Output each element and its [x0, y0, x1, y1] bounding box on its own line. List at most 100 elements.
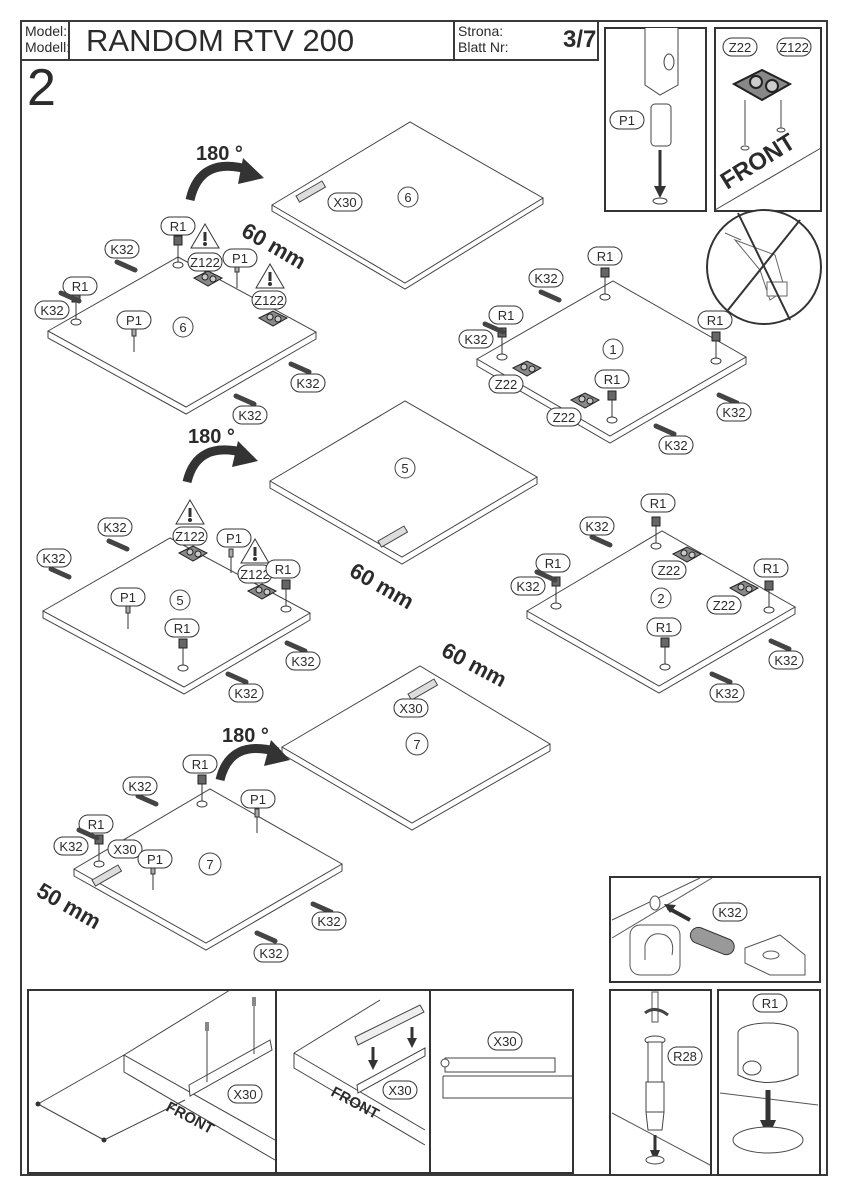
part-label: P1 — [147, 852, 163, 867]
cam-lock-icon — [280, 579, 292, 613]
part-label: Z22 — [658, 563, 680, 578]
panel-6: 6 R1 R1 K32 K32 Z122 P1 Z122 P1 K32 K32 — [34, 216, 326, 425]
x30-rail — [377, 525, 409, 548]
part-label: K32 — [128, 779, 151, 794]
dowel-icon — [138, 796, 156, 804]
panel-label: 7 — [206, 857, 213, 872]
part-label: K32 — [291, 654, 314, 669]
part-label: X30 — [493, 1034, 516, 1049]
part-label: Z22 — [553, 410, 575, 425]
part-label: Z22 — [729, 40, 751, 55]
part-label: K32 — [722, 405, 745, 420]
part-label: K32 — [317, 914, 340, 929]
shelf-pin-icon — [234, 263, 240, 289]
part-label: Z122 — [240, 567, 270, 582]
part-label: P1 — [619, 113, 635, 128]
part-label: R1 — [762, 996, 779, 1011]
part-label: K32 — [296, 376, 319, 391]
panel-1: 1 R1 R1 K32 K32 R1 R1 Z22 Z22 K32 K32 — [458, 246, 752, 455]
step-number: 2 — [27, 59, 56, 117]
panel-label: 7 — [413, 737, 420, 752]
part-label: K32 — [103, 520, 126, 535]
x30-label: X30 — [333, 195, 356, 210]
part-label: K32 — [234, 686, 257, 701]
model-label-pl: Model: — [25, 23, 68, 39]
part-label: K32 — [238, 408, 261, 423]
model-name: RANDOM RTV 200 — [68, 20, 455, 61]
panel-label: 1 — [609, 342, 616, 357]
hammer-icon — [644, 28, 679, 96]
cam-lock-icon — [196, 774, 208, 808]
part-label: P1 — [120, 590, 136, 605]
part-label: Z122 — [190, 255, 220, 270]
part-label: K32 — [40, 303, 63, 318]
warning-icon — [175, 499, 205, 525]
x30-detail-box-2: X30 FRONT — [275, 989, 432, 1174]
part-label: K32 — [534, 271, 557, 286]
part-label: R1 — [597, 249, 614, 264]
r28-detail-box: R28 — [609, 989, 712, 1176]
dowel-icon — [719, 395, 737, 403]
panel-label: 5 — [176, 593, 183, 608]
dowel-icon — [313, 904, 331, 912]
panel-7: 7 R1 K32 P1 R1 K32 X30 P1 K32 K32 — [53, 754, 347, 963]
panel-5: 5 K32 K32 Z122 P1 Z122 R1 P1 R1 K32 K32 — [36, 499, 321, 703]
part-label: K32 — [464, 332, 487, 347]
x30-detail-box-3: X30 — [429, 989, 574, 1174]
k32-detail-box: K32 — [609, 876, 821, 983]
part-label: R1 — [192, 757, 209, 772]
no-drill-icon — [706, 209, 822, 325]
dowel-icon — [287, 643, 305, 651]
dowel-icon — [291, 364, 309, 372]
x30-rail — [91, 864, 123, 887]
part-label: R1 — [650, 496, 667, 511]
rotate-arrow-icon — [215, 740, 290, 782]
part-label: Z22 — [713, 598, 735, 613]
part-label: X30 — [388, 1083, 411, 1098]
dowel-icon — [656, 426, 674, 434]
offset-label: 60 mm — [346, 558, 419, 615]
panel-label: 5 — [401, 461, 408, 476]
cam-lock-icon — [172, 235, 184, 269]
panel-5-flipped: 5 — [269, 400, 538, 565]
part-label: K32 — [718, 905, 741, 920]
x30-rail — [407, 678, 439, 701]
panel-7-flipped: X30 7 — [281, 665, 551, 831]
x30-rail — [295, 180, 327, 203]
part-label: P1 — [250, 792, 266, 807]
x30-detail-box-1: X30 FRONT — [27, 989, 278, 1174]
rotation-label: 180 ° — [196, 143, 243, 165]
panel-label: 2 — [657, 591, 664, 606]
page-label-de: Blatt Nr: — [458, 39, 509, 55]
part-label: R1 — [174, 621, 191, 636]
part-label: R1 — [88, 817, 105, 832]
part-label: K32 — [715, 686, 738, 701]
part-label: Z122 — [779, 40, 809, 55]
part-label: K32 — [259, 946, 282, 961]
warning-icon — [255, 263, 285, 289]
dowel-icon — [236, 396, 254, 404]
dowel-icon — [117, 262, 135, 270]
part-label: Z122 — [254, 293, 284, 308]
part-label: K32 — [585, 519, 608, 534]
page-label-pl: Strona: — [458, 23, 504, 39]
rotation-label: 180 ° — [222, 725, 269, 747]
part-label: K32 — [110, 242, 133, 257]
dowel-icon — [228, 674, 246, 682]
panel-2: 2 R1 R1 K32 K32 Z22 Z22 R1 R1 K32 K32 — [510, 493, 804, 703]
panel-label: 6 — [179, 320, 186, 335]
part-label: P1 — [126, 313, 142, 328]
dowel-icon — [541, 292, 559, 300]
part-label: R1 — [604, 372, 621, 387]
part-label: X30 — [233, 1087, 256, 1102]
part-label: R1 — [763, 561, 780, 576]
dowel-icon — [712, 674, 730, 682]
part-label: Z22 — [495, 377, 517, 392]
model-label-de: Modell: — [25, 39, 71, 55]
dowel-icon — [109, 541, 127, 549]
part-label: R1 — [656, 620, 673, 635]
hinge-detail-box: Z22 Z122 FRONT — [714, 27, 822, 212]
offset-label: 50 mm — [33, 878, 106, 935]
part-label: Z122 — [175, 529, 205, 544]
